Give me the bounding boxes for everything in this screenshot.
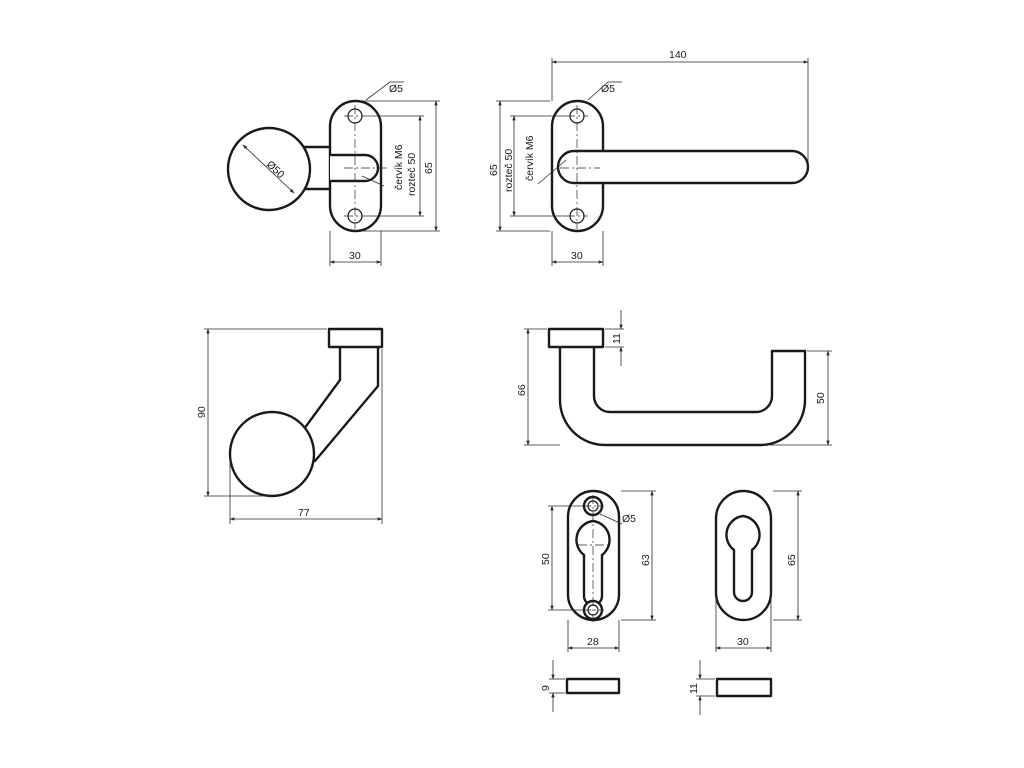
escutcheon-screwed-view: Ø5 50 63 28 xyxy=(540,489,656,652)
lever-side-height-label: 66 xyxy=(516,384,528,396)
lever-side-view: 11 66 50 xyxy=(516,310,832,447)
knob-screw-leader xyxy=(361,175,385,187)
knob-hole-leader xyxy=(365,81,391,101)
thickness-plain-label: 11 xyxy=(688,683,700,694)
lever-arm xyxy=(556,149,810,185)
escutcheon-hole-leader xyxy=(599,513,623,525)
escutcheon-screwed-height-label: 63 xyxy=(640,554,652,566)
knob-width-label: 30 xyxy=(349,250,361,262)
knob-side-height-label: 90 xyxy=(196,406,208,418)
escutcheon-plain-height-label: 65 xyxy=(786,554,798,566)
knob-height-label: 65 xyxy=(423,162,435,174)
lever-rose-thickness-label: 11 xyxy=(611,333,623,344)
lever-hole-label: Ø5 xyxy=(601,83,615,95)
lever-screw-leader xyxy=(537,159,567,185)
thickness-screwed-plate xyxy=(565,677,621,695)
knob-spindle-end xyxy=(328,153,380,183)
escutcheon-screwed-width-label: 28 xyxy=(587,636,599,648)
lever-side-rose xyxy=(547,327,605,349)
knob-spacing-label: rozteč 50 xyxy=(406,153,418,196)
lever-height-label: 65 xyxy=(488,164,500,176)
knob-side-width-label: 77 xyxy=(298,507,310,519)
knob-side-view: 90 77 xyxy=(196,327,384,524)
escutcheon-spacing-label: 50 xyxy=(540,553,552,565)
lever-width-label: 30 xyxy=(571,250,583,262)
thickness-plain-plate xyxy=(715,677,773,698)
escutcheon-plain-width-label: 30 xyxy=(737,636,749,648)
escutcheon-plain-cylinder-hole xyxy=(725,514,761,603)
thickness-screwed-label: 9 xyxy=(540,685,552,691)
lever-length-label: 140 xyxy=(669,49,687,61)
lever-hole-leader xyxy=(587,81,609,101)
knob-hole-label: Ø5 xyxy=(389,83,403,95)
thickness-plain-view: 11 xyxy=(688,660,773,715)
lever-spacing-label: rozteč 50 xyxy=(503,149,515,192)
lever-front-view: 140 Ø5 65 rozteč 50 červík M6 30 xyxy=(488,49,810,266)
knob-side-ball xyxy=(228,410,316,498)
escutcheon-hole-label: Ø5 xyxy=(622,513,636,525)
knob-side-rose xyxy=(327,327,384,349)
knob-diameter-line xyxy=(242,144,295,194)
lever-grip-height-label: 50 xyxy=(815,392,827,404)
knob-cranked-neck xyxy=(288,345,380,463)
escutcheon-plain-view: 65 30 xyxy=(714,489,802,652)
knob-front-view: Ø50 Ø5 červík M6 rozteč 50 65 30 xyxy=(226,81,440,266)
lever-screw-label: červík M6 xyxy=(524,135,536,181)
thickness-screwed-view: 9 xyxy=(540,660,621,712)
knob-screw-label: červík M6 xyxy=(393,144,405,190)
lever-u-grip xyxy=(558,345,807,447)
